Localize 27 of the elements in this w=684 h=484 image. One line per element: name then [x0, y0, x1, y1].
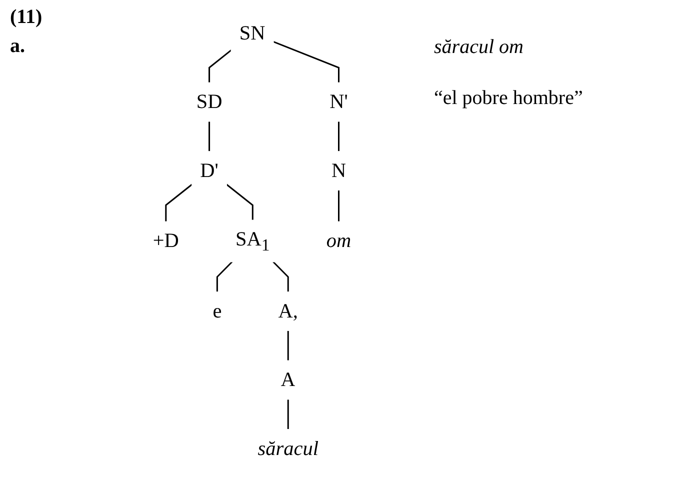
node-text: A	[280, 368, 296, 392]
item-label: a.	[10, 35, 26, 58]
node-text: SN	[239, 22, 266, 44]
node-text: D'	[200, 160, 218, 182]
connector	[338, 190, 340, 222]
connector	[165, 184, 193, 222]
connector	[287, 399, 289, 430]
translation-text: “el pobre hombre”	[434, 87, 584, 110]
node-text: A,	[278, 300, 298, 322]
node-text: săracul	[258, 438, 318, 460]
connector	[208, 49, 232, 83]
node-text: SD	[196, 90, 222, 114]
node-text: om	[326, 230, 352, 252]
node-text: e	[212, 300, 222, 322]
node-text: N'	[330, 90, 348, 114]
number-label: (11)	[10, 6, 44, 29]
node-text: SA$_{1}$	[236, 228, 270, 255]
node-text: +D	[152, 230, 179, 252]
example-phrase: săracul om	[434, 36, 524, 59]
connector	[287, 330, 289, 361]
connector	[208, 121, 210, 152]
connector	[273, 40, 340, 83]
connector	[216, 261, 233, 292]
connector	[226, 184, 254, 220]
connector	[338, 121, 340, 152]
connector	[272, 261, 289, 292]
node-text: N	[331, 160, 346, 182]
